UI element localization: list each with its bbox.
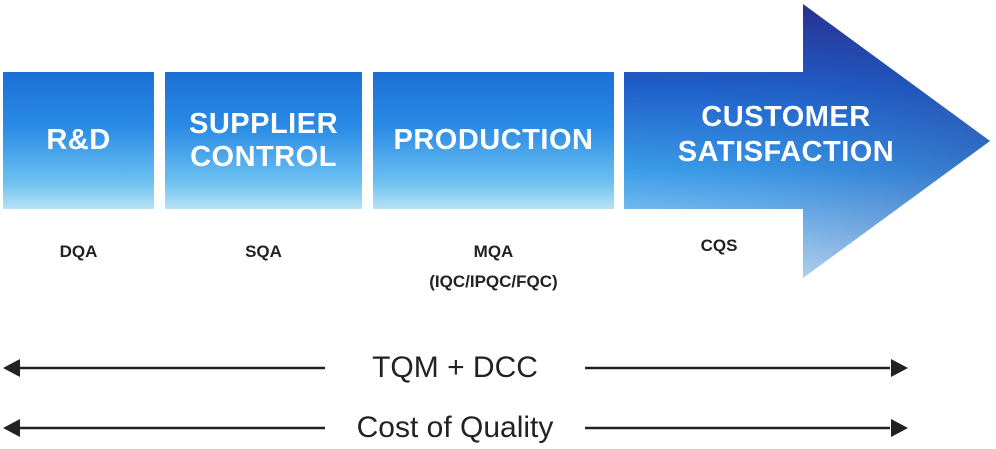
stage-label-production: PRODUCTION: [393, 124, 594, 156]
stage-label-customer-satisfaction: CUSTOMER SATISFACTION: [677, 101, 895, 168]
stage-box-production: PRODUCTION: [373, 72, 614, 209]
stage-sub-dqa: DQA: [59, 242, 98, 261]
span-label-tqm-dcc: TQM + DCC: [325, 348, 585, 388]
span-cost-of-quality: Cost of Quality: [0, 408, 996, 448]
stage-sub-cqs: CQS: [700, 236, 738, 255]
stage-sub-mqa: MQA (IQC/IPQC/FQC): [429, 242, 558, 291]
stage-label-supplier-control: SUPPLIER CONTROL: [188, 107, 339, 173]
stage-label-rd: R&D: [46, 124, 111, 156]
stage-box-rd: R&D: [3, 72, 154, 209]
stage-box-supplier-control: SUPPLIER CONTROL: [165, 72, 362, 209]
span-label-cost-of-quality: Cost of Quality: [325, 408, 585, 448]
span-tqm-dcc: TQM + DCC: [0, 348, 996, 388]
stage-sub-sqa: SQA: [245, 242, 282, 261]
